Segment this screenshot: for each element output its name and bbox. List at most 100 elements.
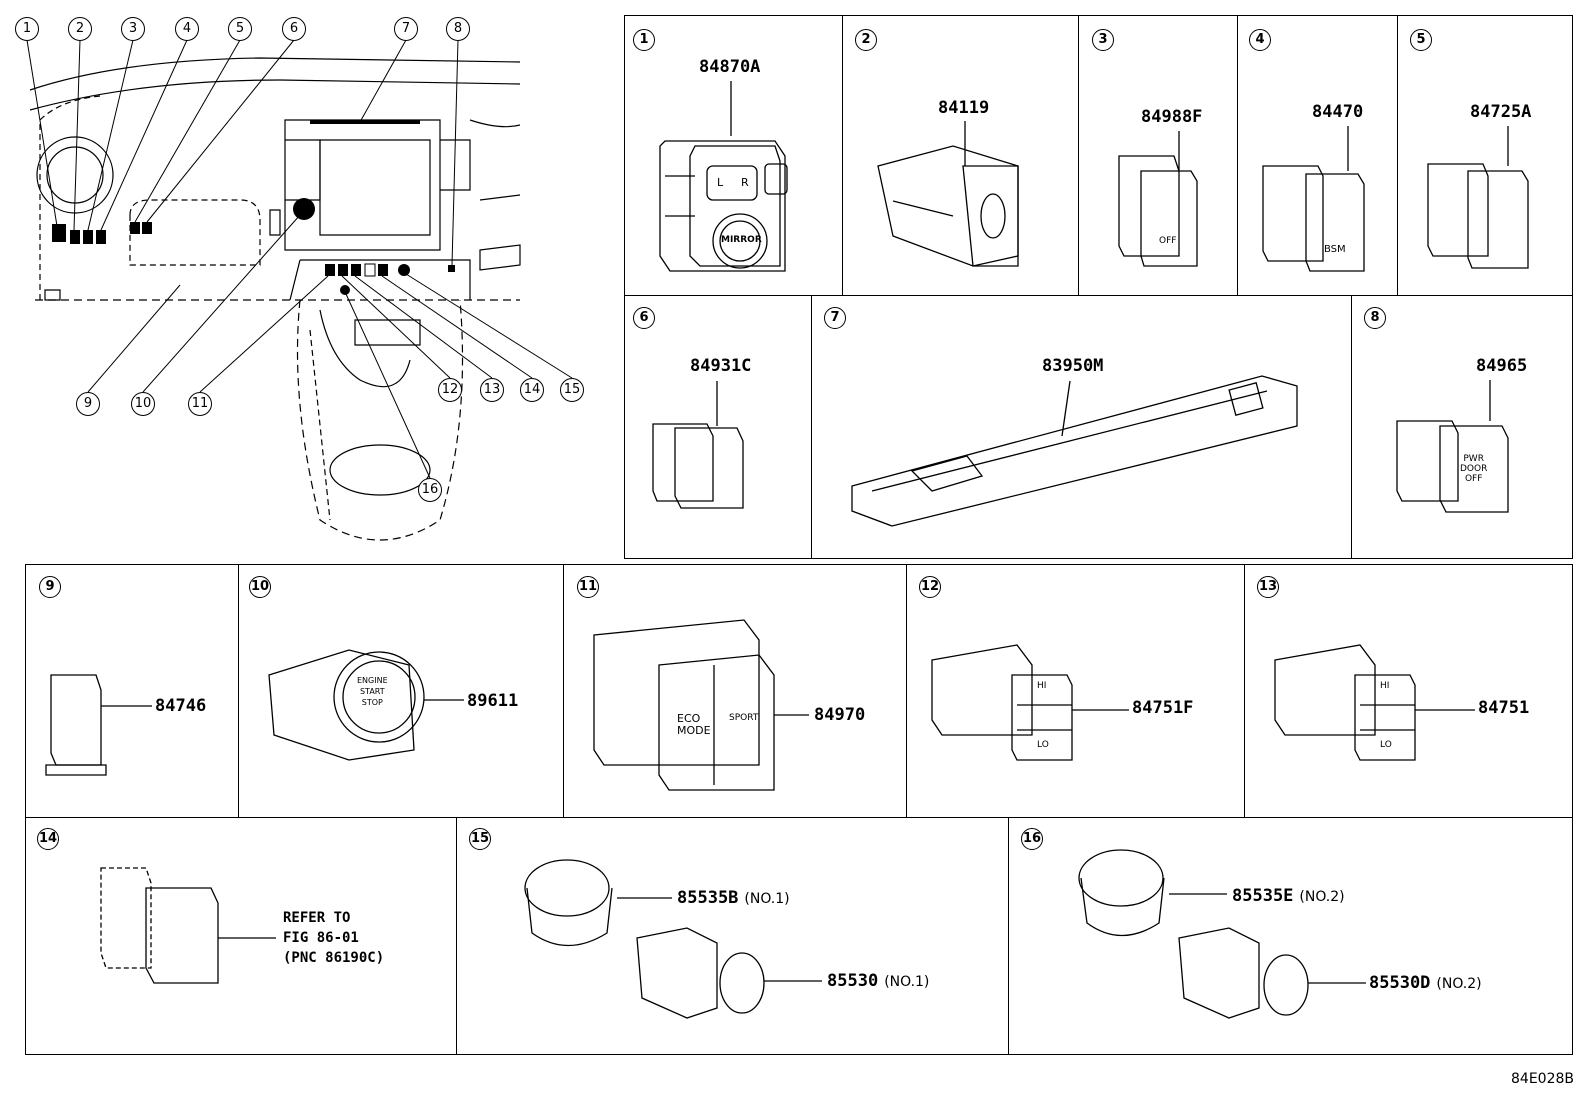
cell-number: 16 [1021,828,1043,850]
center-switch-panel-drawing [851,375,1298,527]
cell-number: 2 [855,29,877,51]
part-number: 85530 (NO.1) [827,971,929,991]
cell-number: 14 [37,828,59,850]
overview-callout-1: 1 [15,17,39,41]
cell-number: 4 [1249,29,1271,51]
lo-label: LO [1380,740,1392,750]
cell-16: 16 85535E (NO.2) 85530D (NO.2) [1008,817,1573,1055]
cell-number: 9 [39,576,61,598]
cell-3: 3 84988F OFF [1078,15,1238,296]
bsm-label: BSM [1324,244,1346,255]
plug-part-number: 85530 [827,971,879,991]
power-outlet-no2-drawing [1078,849,1366,1019]
overview-callout-15: 15 [560,378,584,402]
part-number: 84746 [155,696,207,716]
cell-number: 5 [1410,29,1432,51]
part-number: 84751F [1132,698,1194,718]
mirror-r-label: R [741,176,749,189]
overview-callout-2: 2 [68,17,92,41]
part-number: 84119 [938,98,990,118]
cell-15: 15 85535B(NO.1) 85530 (NO.1) [456,817,1009,1055]
cell-2: 2 84119 [842,15,1079,296]
part-number: 85530D (NO.2) [1369,973,1482,993]
referenced-switch-drawing [100,867,276,984]
part-number: 84931C [690,356,752,376]
overview-callout-9: 9 [76,392,100,416]
overview-callout-16: 16 [418,478,442,502]
cell-number: 1 [633,29,655,51]
cell-number: 3 [1092,29,1114,51]
sport-label: SPORT [729,713,759,723]
cell-number: 8 [1364,307,1386,329]
vsc-off-label: OFF [1159,236,1177,246]
part-number: 85535E (NO.2) [1232,886,1345,906]
cell-number: 10 [249,576,271,598]
bsm-switch-drawing [1262,126,1365,272]
overview-callout-7: 7 [394,17,418,41]
mirror-l-label: L [717,176,724,189]
overview-callout-5: 5 [228,17,252,41]
overview-callout-11: 11 [188,392,212,416]
cell-5: 5 84725A [1397,15,1573,296]
eco-sport-switch-drawing [593,619,809,791]
back-door-switch-drawing [652,381,744,509]
cell-7: 7 83950M [811,295,1352,559]
seat-heater-switch-f-drawing [931,644,1129,761]
part-number: 84751 [1478,698,1530,718]
mirror-switch-drawing [659,81,788,272]
cell-number: 15 [469,828,491,850]
overview-callout-4: 4 [175,17,199,41]
part-number: 83950M [1042,356,1104,376]
cell-number: 11 [577,576,599,598]
lo-label: LO [1037,740,1049,750]
part-number: 84870A [699,57,761,77]
vsc-off-switch-drawing [1118,131,1198,267]
cell-11: 11 84970 ECO MODE SPORT [563,564,907,818]
plug-note: (NO.1) [884,974,930,990]
overview-callout-8: 8 [446,17,470,41]
part-number: 84970 [814,705,866,725]
cell-1: 1 84870A L R MIRROR [624,15,843,296]
cell-10: 10 89611 ENGINE START STOP [238,564,564,818]
cell-6: 6 84931C [624,295,812,559]
pwr-door-off-label: PWR DOOR OFF [1460,454,1488,484]
cell-number: 12 [919,576,941,598]
cell-14: 14 REFER TO FIG 86-01 (PNC 86190C) [25,817,457,1055]
plug-part-number: 85530D [1369,973,1431,993]
hi-label: HI [1037,681,1047,691]
eco-mode-label: ECO MODE [677,712,711,737]
overview-callout-10: 10 [131,392,155,416]
part-number: 84470 [1312,102,1364,122]
part-number: 84965 [1476,356,1528,376]
overview-callout-13: 13 [480,378,504,402]
cell-4: 4 84470 BSM [1237,15,1398,296]
cell-13: 13 84751 HI LO [1244,564,1573,818]
diagram-code: 84E028B [1511,1071,1574,1087]
engine-start-button-drawing [268,649,464,761]
cell-12: 12 84751F HI LO [906,564,1245,818]
overview-callout-6: 6 [282,17,306,41]
small-switch-drawing [45,674,152,776]
power-door-off-switch-drawing [1396,380,1509,513]
cell-number: 13 [1257,576,1279,598]
cell-8: 8 84965 PWR DOOR OFF [1351,295,1573,559]
power-outlet-no1-drawing [524,859,822,1019]
hi-label: HI [1380,681,1390,691]
part-number: 85535B(NO.1) [677,888,790,908]
part-number: 84725A [1470,102,1532,122]
cell-9: 9 84746 [25,564,239,818]
part-number: 89611 [467,691,519,711]
refer-to-note: REFER TO FIG 86-01 (PNC 86190C) [283,910,385,966]
socket-note: (NO.2) [1299,889,1345,905]
overview-callout-12: 12 [438,378,462,402]
cell-number: 7 [824,307,846,329]
overview-callout-14: 14 [520,378,544,402]
mirror-label: MIRROR [721,235,762,245]
socket-part-number: 85535B [677,888,739,908]
dimmer-switch-drawing [877,121,1019,267]
drive-mode-switch-drawing [1427,126,1529,269]
seat-heater-switch-drawing [1274,644,1475,761]
socket-part-number: 85535E [1232,886,1294,906]
plug-note: (NO.2) [1436,976,1482,992]
